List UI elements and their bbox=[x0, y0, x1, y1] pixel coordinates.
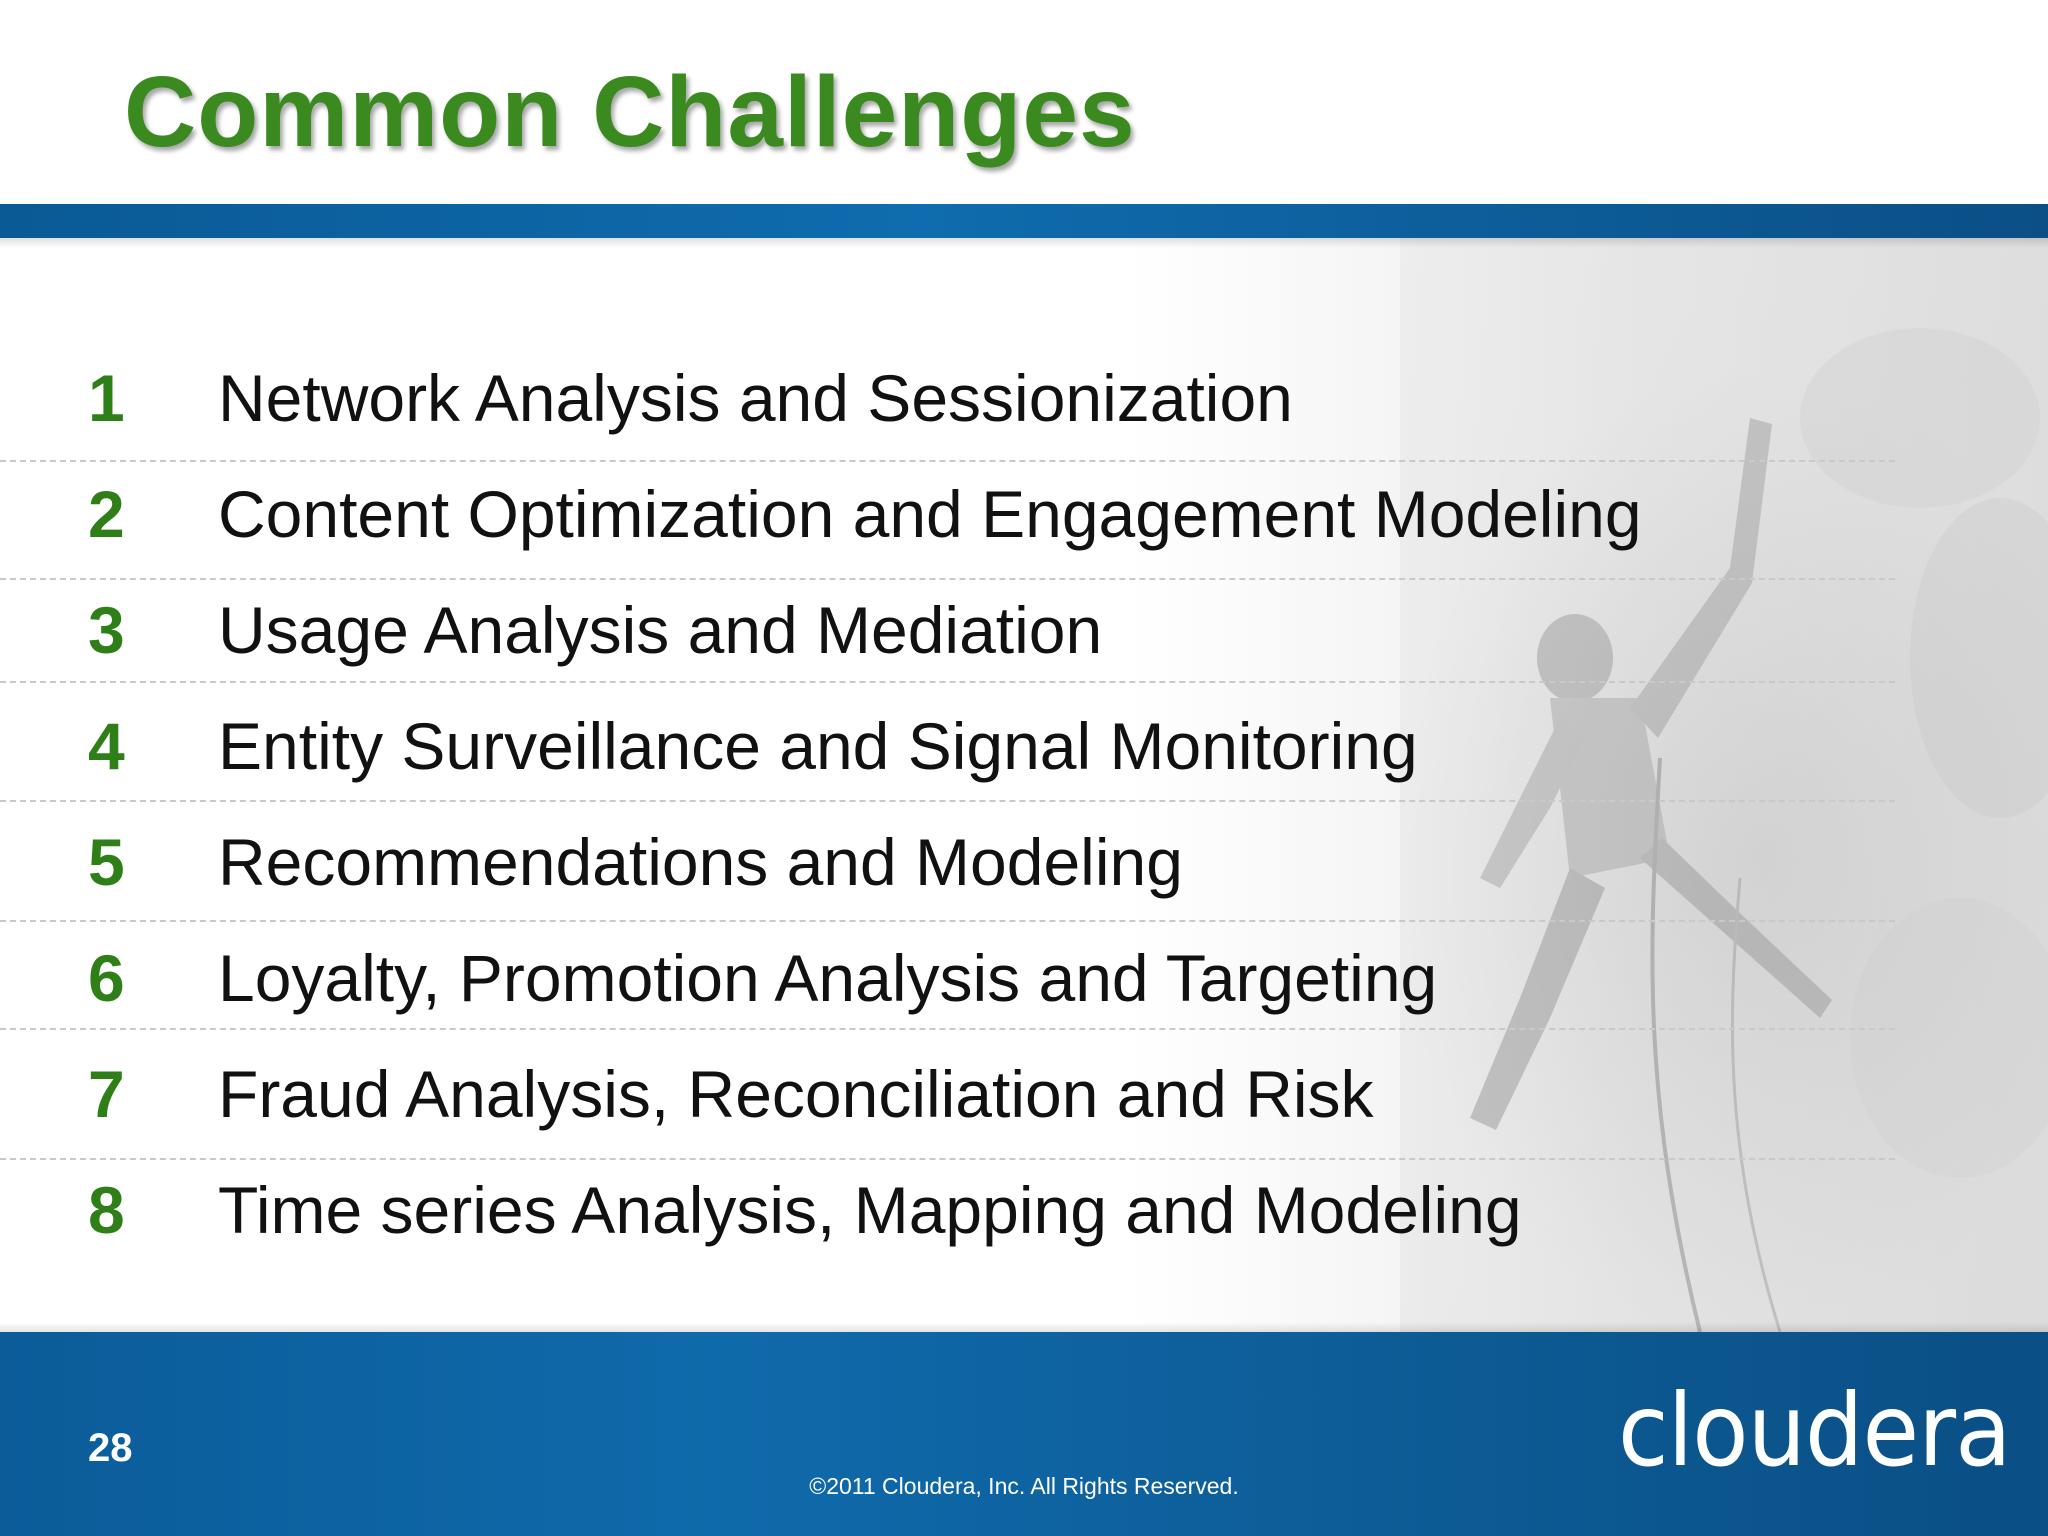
divider bbox=[0, 578, 1895, 580]
item-text: Network Analysis and Sessionization bbox=[218, 361, 1293, 435]
list-item: 6 Loyalty, Promotion Analysis and Target… bbox=[0, 920, 1900, 1036]
footer-band bbox=[0, 1332, 2048, 1536]
item-number: 6 bbox=[88, 941, 125, 1015]
item-number: 1 bbox=[88, 361, 125, 435]
item-text: Time series Analysis, Mapping and Modeli… bbox=[218, 1173, 1522, 1247]
item-text: Usage Analysis and Mediation bbox=[218, 593, 1103, 667]
list-item: 1 Network Analysis and Sessionization bbox=[0, 340, 1900, 456]
copyright-text: ©2011 Cloudera, Inc. All Rights Reserved… bbox=[809, 1473, 1239, 1499]
list-item: 5 Recommendations and Modeling bbox=[0, 804, 1900, 920]
divider bbox=[0, 681, 1895, 683]
item-text: Recommendations and Modeling bbox=[218, 825, 1183, 899]
slide-title: Common Challenges bbox=[124, 56, 1136, 168]
divider bbox=[0, 460, 1895, 462]
item-number: 2 bbox=[88, 477, 125, 551]
rock-climber-photo bbox=[1400, 238, 2048, 1332]
header-band-shadow bbox=[0, 238, 2048, 248]
list-item: 2 Content Optimization and Engagement Mo… bbox=[0, 456, 1900, 572]
item-number: 5 bbox=[88, 825, 125, 899]
item-text: Content Optimization and Engagement Mode… bbox=[218, 477, 1642, 551]
divider bbox=[0, 1028, 1895, 1030]
divider bbox=[0, 800, 1895, 802]
list-item: 7 Fraud Analysis, Reconciliation and Ris… bbox=[0, 1036, 1900, 1152]
page-number: 28 bbox=[88, 1426, 133, 1470]
header-band bbox=[0, 204, 2048, 238]
footer-shadow bbox=[0, 1322, 2048, 1332]
item-number: 4 bbox=[88, 709, 125, 783]
cloudera-logo: cloudera bbox=[1618, 1372, 2012, 1489]
list-item: 4 Entity Surveillance and Signal Monitor… bbox=[0, 688, 1900, 804]
list-item: 3 Usage Analysis and Mediation bbox=[0, 572, 1900, 688]
item-number: 3 bbox=[88, 593, 125, 667]
item-text: Loyalty, Promotion Analysis and Targetin… bbox=[218, 941, 1438, 1015]
divider bbox=[0, 1158, 1895, 1160]
item-text: Entity Surveillance and Signal Monitorin… bbox=[218, 709, 1418, 783]
item-number: 7 bbox=[88, 1057, 125, 1131]
item-number: 8 bbox=[88, 1173, 125, 1247]
item-text: Fraud Analysis, Reconciliation and Risk bbox=[218, 1057, 1374, 1131]
list-item: 8 Time series Analysis, Mapping and Mode… bbox=[0, 1152, 1900, 1268]
divider bbox=[0, 920, 1895, 922]
